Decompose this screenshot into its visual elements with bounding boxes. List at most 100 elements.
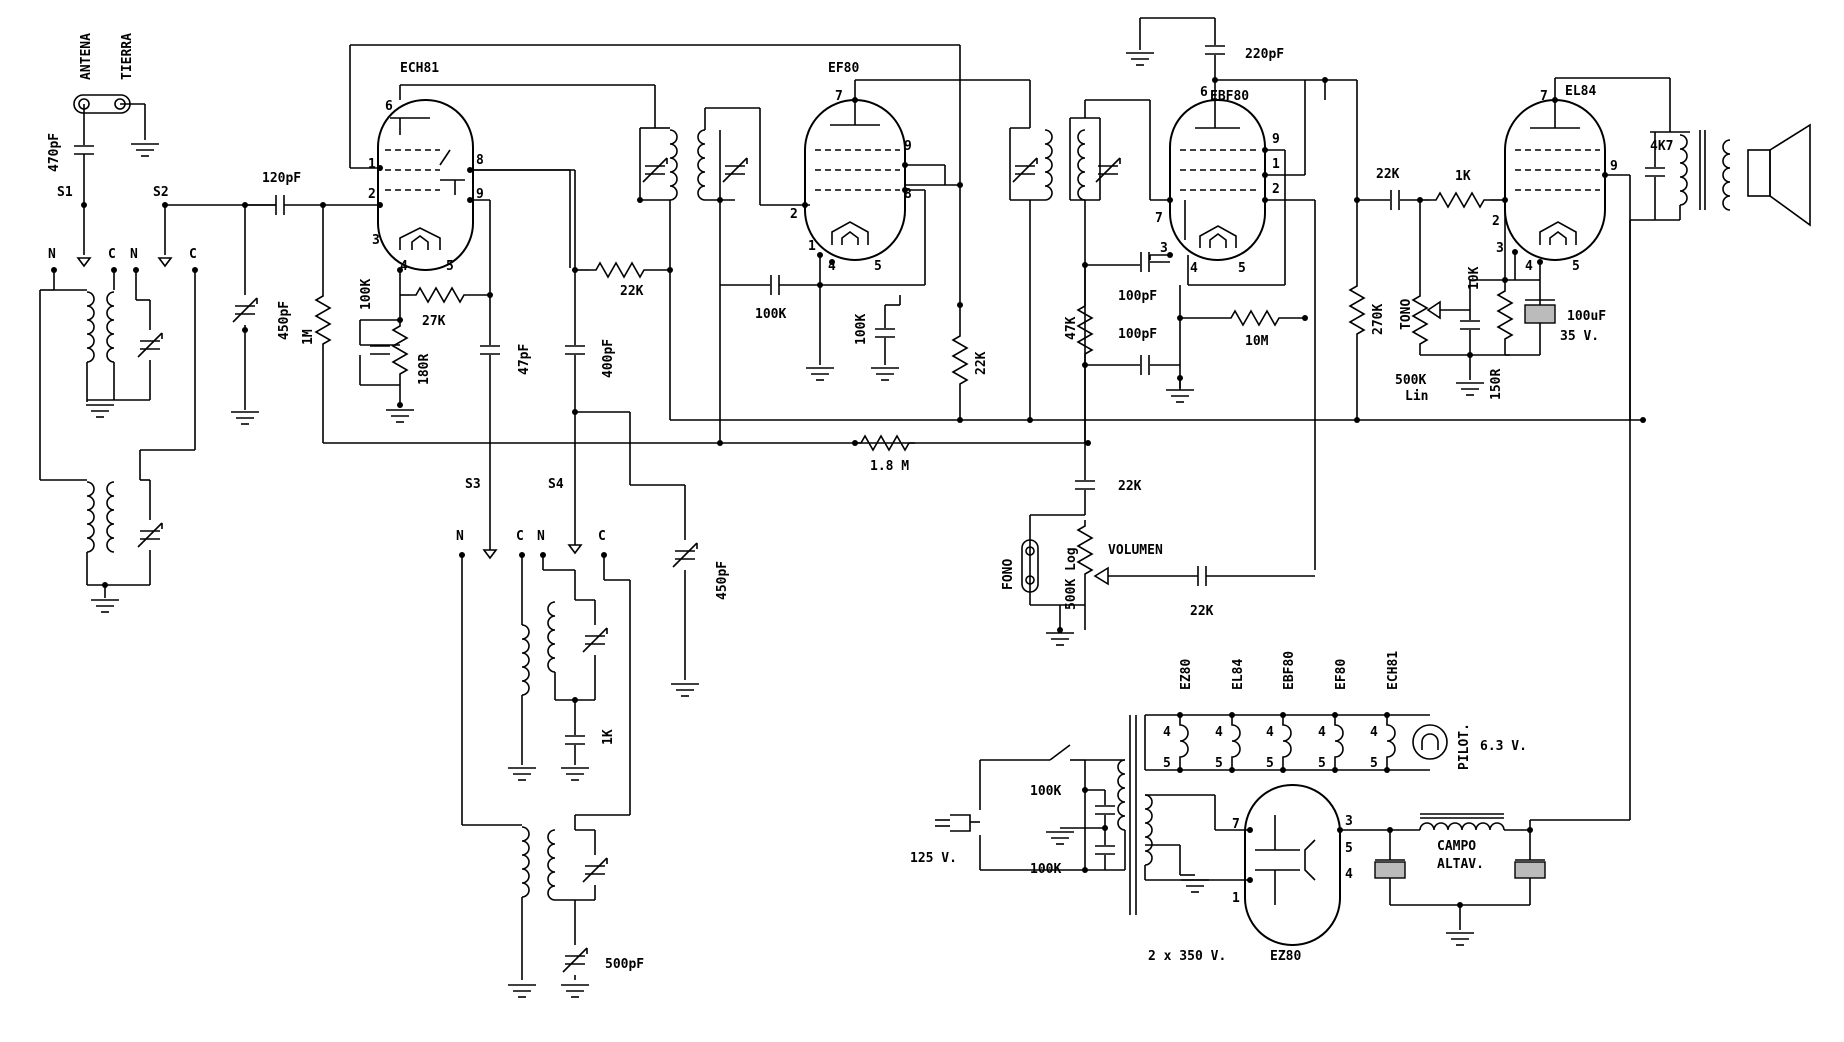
svg-text:7: 7 [835, 89, 843, 104]
r100k-c-label: 100K [854, 314, 869, 345]
pilot-label: PILOT. [1457, 723, 1472, 770]
ech81-label: ECH81 [400, 61, 439, 76]
ez80-label: EZ80 [1270, 949, 1301, 964]
svg-text:4: 4 [828, 259, 836, 274]
s2-switch: S2 [153, 185, 275, 268]
svg-text:5: 5 [1572, 259, 1580, 274]
svg-text:7: 7 [1232, 817, 1240, 832]
heater-ez80: EZ80 [1179, 659, 1194, 690]
c120-label: 120pF [262, 171, 301, 186]
r100k-d-label: 100K [1030, 784, 1061, 799]
r270k-label: 270K [1371, 304, 1386, 335]
c4k7-label: 4K7 [1650, 139, 1673, 154]
el84-tube: EL84 7 2 3 4 5 9 [1492, 84, 1618, 274]
r100k-a-label: 100K [359, 279, 374, 310]
if-transformer-1 [637, 107, 810, 443]
s4-label: S4 [548, 477, 564, 492]
c450b-label: 450pF [715, 561, 730, 600]
r1m-label: 1M [301, 329, 316, 345]
svg-text:5: 5 [1238, 261, 1246, 276]
svg-text:5: 5 [1266, 756, 1274, 771]
tierra-label: TIERRA [120, 33, 135, 80]
svg-text:8: 8 [476, 153, 484, 168]
svg-text:5: 5 [446, 259, 454, 274]
c35v-label: 35 V. [1560, 329, 1599, 344]
heater-ech81: ECH81 [1386, 651, 1401, 690]
tono-value-label: 500K [1395, 373, 1426, 388]
svg-text:2: 2 [790, 207, 798, 222]
svg-text:4: 4 [1370, 725, 1378, 740]
heater-ebf80: EBF80 [1282, 651, 1297, 690]
fono-label: FONO [1001, 559, 1016, 590]
svg-text:3: 3 [1496, 241, 1504, 256]
svg-text:4: 4 [1266, 725, 1274, 740]
el84-label: EL84 [1565, 84, 1596, 99]
r180-label: 180R [417, 354, 432, 385]
svg-text:2: 2 [368, 187, 376, 202]
altav-label: ALTAV. [1437, 857, 1484, 872]
c220-label: 220pF [1245, 47, 1284, 62]
tono-label: TONO [1399, 299, 1414, 330]
r100k-e-label: 100K [1030, 862, 1061, 877]
r10k-label: 10K [1467, 266, 1482, 290]
svg-text:N: N [456, 529, 464, 544]
s3-label: S3 [465, 477, 481, 492]
svg-text:C: C [598, 529, 606, 544]
campo-label: CAMPO [1437, 839, 1476, 854]
oscillator-coils: N C N C 1K [456, 529, 644, 998]
svg-text:6: 6 [1200, 85, 1208, 100]
svg-text:3: 3 [1345, 814, 1353, 829]
volumen-label: VOLUMEN [1108, 543, 1163, 558]
svg-text:N: N [130, 247, 138, 262]
svg-text:6: 6 [385, 99, 393, 114]
svg-text:5: 5 [1318, 756, 1326, 771]
c400-label: 400pF [601, 339, 616, 378]
svg-text:4: 4 [1163, 725, 1171, 740]
svg-text:C: C [189, 247, 197, 262]
ebf80-tube: EBF80 220pF 6 7 3 4 5 9 1 2 [1125, 17, 1284, 276]
v125-label: 125 V. [910, 851, 957, 866]
heater-el84: EL84 [1231, 659, 1246, 690]
if-transformer-2 [1009, 99, 1170, 443]
r1k-label: 1K [1455, 169, 1471, 184]
antena-label: ANTENA [79, 33, 94, 80]
svg-text:N: N [48, 247, 56, 262]
r150-label: 150R [1489, 369, 1504, 400]
svg-text:4: 4 [1190, 261, 1198, 276]
antenna-input: ANTENA TIERRA 470pF S1 [47, 33, 160, 268]
svg-text:7: 7 [1155, 211, 1163, 226]
vol-value-label: 500K Log [1064, 547, 1079, 610]
c100a-label: 100pF [1118, 289, 1157, 304]
c22k-det-label: 22K [1118, 479, 1142, 494]
r1-8m-label: 1.8 M [870, 459, 909, 474]
c100uf-label: 100uF [1567, 309, 1606, 324]
r1k-osc-label: 1K [601, 729, 616, 745]
c500-label: 500pF [605, 957, 644, 972]
r22k-b-label: 22K [974, 351, 989, 375]
c22k-out-label: 22K [1376, 167, 1400, 182]
svg-text:C: C [108, 247, 116, 262]
r22k-a-label: 22K [620, 284, 644, 299]
svg-text:4: 4 [1525, 259, 1533, 274]
svg-text:4: 4 [1318, 725, 1326, 740]
c470-label: 470pF [47, 133, 62, 172]
svg-text:9: 9 [1610, 159, 1618, 174]
svg-text:3: 3 [372, 233, 380, 248]
svg-text:8: 8 [904, 187, 912, 202]
c22k-vol-label: 22K [1190, 604, 1214, 619]
svg-text:5: 5 [874, 259, 882, 274]
svg-text:1: 1 [1232, 891, 1240, 906]
r10m-label: 10M [1245, 334, 1269, 349]
svg-text:1: 1 [808, 239, 816, 254]
ef80-tube: EF80 7 2 1 4 5 9 8 [790, 61, 912, 274]
svg-text:3: 3 [1160, 241, 1168, 256]
svg-text:4: 4 [400, 259, 408, 274]
svg-text:2: 2 [1272, 182, 1280, 197]
svg-text:C: C [516, 529, 524, 544]
svg-text:7: 7 [1540, 89, 1548, 104]
heater-ef80: EF80 [1334, 659, 1349, 690]
r100k-b-label: 100K [755, 307, 786, 322]
svg-text:4: 4 [1215, 725, 1223, 740]
ech81-tube: ECH81 6 1 2 3 4 5 8 9 [368, 61, 484, 274]
